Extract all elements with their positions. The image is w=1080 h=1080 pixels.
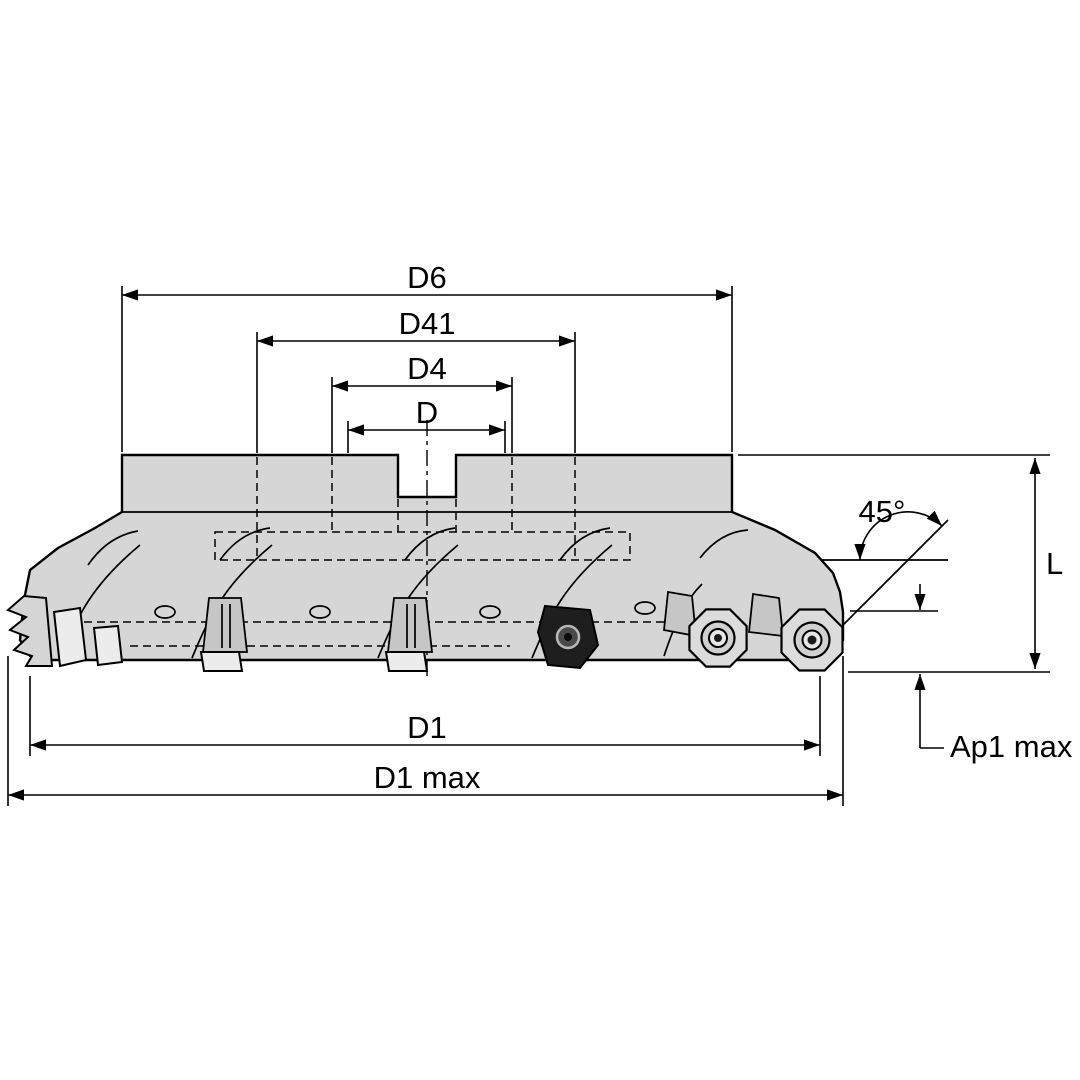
insert-screw-center bbox=[807, 635, 817, 645]
dim-label-d41: D41 bbox=[399, 306, 456, 341]
coolant-hole bbox=[154, 605, 176, 619]
inserts bbox=[6, 590, 844, 672]
gullet-line bbox=[404, 527, 456, 561]
left-insert-plate bbox=[52, 606, 88, 668]
left-insert-plate bbox=[92, 624, 124, 667]
clamp-wedge bbox=[748, 592, 785, 638]
gullet-line bbox=[699, 529, 749, 559]
dim-label-d: D bbox=[416, 395, 438, 430]
internal-recess-hidden bbox=[214, 531, 631, 561]
insert-screw-center bbox=[564, 633, 572, 641]
bottom-insert bbox=[199, 651, 244, 672]
dim-label-d1max: D1 max bbox=[374, 760, 481, 795]
clamp-wedge bbox=[201, 597, 249, 653]
angle-arc bbox=[854, 510, 943, 561]
gullet-line bbox=[87, 530, 139, 566]
serrated-insert bbox=[6, 594, 54, 667]
angle-diagonal-line bbox=[837, 519, 949, 631]
clamp-wedge bbox=[386, 597, 434, 653]
insert-screw-center bbox=[714, 634, 722, 642]
dim-label-d6: D6 bbox=[407, 260, 447, 295]
dim-label-d1: D1 bbox=[407, 710, 447, 745]
coolant-hole bbox=[309, 605, 331, 619]
dim-label-d4: D4 bbox=[407, 351, 447, 386]
dim-label-angle: 45° bbox=[859, 494, 906, 529]
dimension-labels: D6 D41 D4 D D1 D1 max L Ap1 max 45° bbox=[374, 260, 1073, 795]
dim-label-l: L bbox=[1046, 546, 1063, 581]
gullet-line bbox=[559, 527, 611, 561]
coolant-hole bbox=[634, 601, 656, 615]
dim-label-ap1max: Ap1 max bbox=[950, 729, 1073, 764]
dimension-lines bbox=[8, 289, 1041, 801]
bottom-insert bbox=[384, 651, 429, 672]
flute-curve bbox=[531, 544, 613, 659]
gullet-line bbox=[219, 527, 271, 561]
coolant-hole bbox=[479, 605, 501, 619]
dimension-extension-lines bbox=[7, 286, 1050, 806]
